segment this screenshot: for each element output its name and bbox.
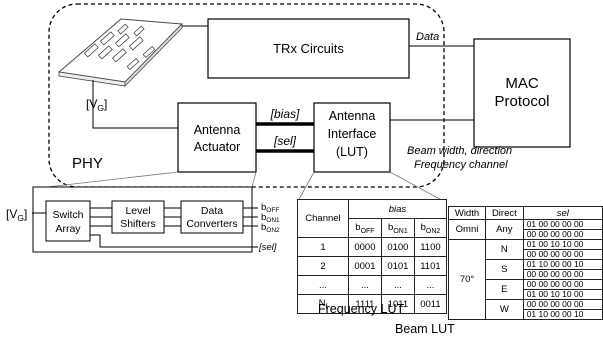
table-row: 1 0000 0100 1100 — [297, 237, 448, 257]
width-cell: 70° — [447, 239, 487, 320]
antenna-interface-box — [313, 102, 391, 173]
bias-header: bias — [347, 199, 448, 219]
data-label: Data — [416, 31, 439, 43]
table-row: Nf 1111 1011 0011 — [297, 294, 448, 314]
table-row: 2 0001 0101 1101 — [297, 256, 448, 276]
mac-protocol-box — [473, 38, 571, 148]
sub-header-on1: bON1 — [380, 218, 415, 238]
antenna-array-icon — [57, 18, 183, 87]
sel-cell: 00 00 00 00 00 — [522, 229, 603, 240]
direct-header: Direct — [485, 206, 524, 220]
actuator-label-line1: Antenna — [194, 123, 241, 137]
sel-cell: 00 00 00 00 00 — [522, 279, 603, 290]
trx-circuits-box — [207, 18, 410, 79]
bias-cell: ... — [380, 275, 415, 295]
interface-label-line1: Antenna — [329, 109, 376, 123]
frequency-channel-label: Frequency channel — [414, 159, 508, 171]
vg-link — [92, 80, 178, 129]
interface-label-line3: (LUT) — [336, 145, 368, 159]
sel-header: sel — [522, 206, 603, 220]
direct-cell: N — [485, 239, 524, 260]
bias-cell: 1100 — [413, 237, 448, 257]
bias-cell: 0001 — [347, 256, 382, 276]
channel-cell: Nf — [297, 294, 349, 314]
sel-cell: 01 00 10 10 00 — [522, 289, 603, 300]
output-b-off: bOFF — [261, 202, 279, 214]
data-converters-line2: Converters — [186, 218, 237, 230]
direct-cell: W — [485, 299, 524, 320]
antenna-actuator-box — [177, 102, 257, 173]
interface-label-line2: Interface — [328, 127, 377, 141]
channel-cell: 2 — [297, 256, 349, 276]
bias-label: [bias] — [270, 107, 300, 121]
actuator-label-line2: Actuator — [194, 140, 241, 154]
mac-label-line2: Protocol — [494, 93, 549, 110]
channel-cell: 1 — [297, 237, 349, 257]
beam-lut-caption: Beam LUT — [395, 322, 455, 336]
level-shifters-line1: Level — [125, 205, 150, 217]
bias-cell: ... — [413, 275, 448, 295]
sel-cell: 00 00 00 00 00 — [522, 249, 603, 260]
table-row: ... ... ... ... — [297, 275, 448, 295]
bias-cell: 0000 — [347, 237, 382, 257]
sel-cell: 01 00 10 10 00 — [522, 239, 603, 250]
sel-cell: 00 00 00 00 00 — [522, 299, 603, 310]
frequency-lut-table: Channel bias bOFF bON1 bON2 1 0000 0100 … — [297, 199, 448, 314]
channel-cell: ... — [297, 275, 349, 295]
phy-vg-label: [VG] — [86, 97, 107, 113]
width-cell: Omni — [447, 219, 487, 240]
bias-cell: 1101 — [413, 256, 448, 276]
data-converters-line1: Data — [201, 205, 223, 217]
bias-cell: 0011 — [413, 294, 448, 314]
sel-label: [sel] — [273, 134, 297, 148]
sel-cell: 01 10 00 00 10 — [522, 259, 603, 270]
sub-header-off: bOFF — [347, 218, 382, 238]
table-row: W 00 00 00 00 00 — [449, 299, 603, 320]
direct-cell: S — [485, 259, 524, 280]
channel-header: Channel — [297, 199, 349, 238]
width-header: Width — [447, 206, 487, 220]
sel-cell: 00 00 00 00 00 — [522, 269, 603, 280]
output-b-on2: bON2 — [261, 222, 280, 234]
data-converters-box — [180, 200, 244, 234]
level-shifters-line2: Shifters — [120, 218, 156, 230]
mac-label-line1: MAC — [505, 75, 539, 92]
detail-vg-label: [VG] — [6, 207, 27, 223]
switch-array-line2: Array — [55, 223, 81, 235]
bias-cell: ... — [347, 275, 382, 295]
level-shifters-box — [111, 200, 165, 234]
bias-cell: 0100 — [380, 237, 415, 257]
frequency-lut-caption: Frequency LUT — [318, 302, 405, 316]
switch-array-box — [45, 200, 91, 242]
beam-lut-table: Width Direct sel Omni Any 01 00 00 00 00… — [447, 206, 603, 320]
table-row: 70° N 01 00 10 10 00 — [447, 239, 603, 320]
switch-array-line1: Switch — [53, 209, 84, 221]
table-row: Omni Any 01 00 00 00 00 — [447, 219, 603, 240]
sel-cell: 01 10 00 00 10 — [522, 309, 603, 320]
output-b-on1: bON1 — [261, 212, 280, 224]
direct-cell: Any — [485, 219, 524, 240]
trx-circuits-label: TRx Circuits — [273, 41, 344, 56]
sub-header-on2: bON2 — [413, 218, 448, 238]
phy-label: PHY — [72, 155, 103, 172]
sel-cell: 01 00 00 00 00 — [522, 219, 603, 230]
bias-cell: 0101 — [380, 256, 415, 276]
output-sel: [sel] — [258, 242, 277, 253]
direct-cell: E — [485, 279, 524, 300]
beam-width-label: Beam width, direction — [407, 145, 512, 157]
